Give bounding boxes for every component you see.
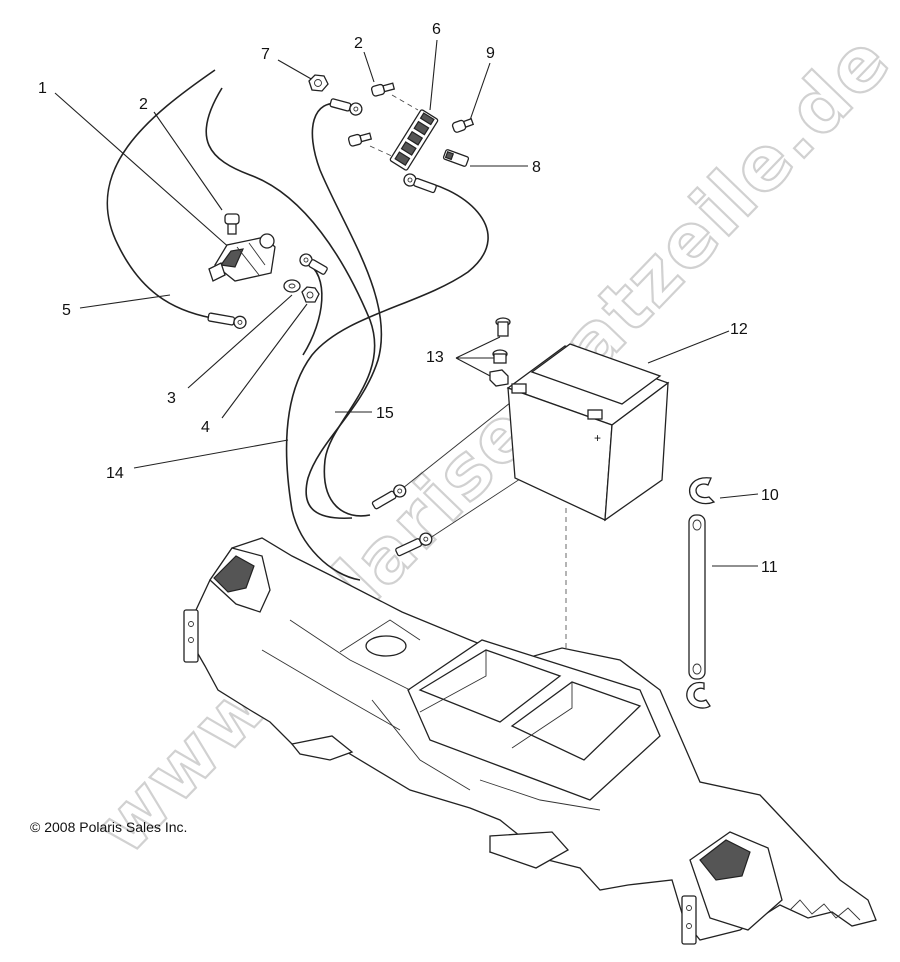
- leader-9: [468, 62, 491, 124]
- leader-lines: [54, 39, 759, 567]
- callout-6: 6: [432, 21, 441, 38]
- battery-lid-raise: [530, 343, 662, 405]
- battery: +: [506, 343, 670, 522]
- ring-terminal-battery-neg: [395, 532, 433, 557]
- tray-right-bracket: [681, 895, 697, 945]
- ring-terminal-5: [207, 312, 247, 329]
- callouts: 1 2 3 4 5 6 7 2 9 8 12 13 15 14 10 11: [38, 21, 779, 576]
- callout-2a: 2: [139, 96, 148, 113]
- tray-rear-ridges: [789, 899, 861, 921]
- leader-4: [221, 303, 308, 419]
- nut-4: [301, 286, 320, 303]
- cable-5: [106, 69, 216, 319]
- battery-tray: [183, 537, 877, 945]
- callout-10: 10: [761, 487, 779, 504]
- callout-13: 13: [426, 349, 444, 366]
- tray-box-inner-wall: [419, 650, 487, 713]
- battery-side: [604, 381, 669, 522]
- tray-rib-4: [371, 699, 471, 791]
- ring-terminal-battery-pos: [371, 484, 407, 510]
- tray-tab-right: [489, 831, 570, 869]
- leader-14: [133, 439, 289, 469]
- copyright-notice: © 2008 Polaris Sales Inc.: [30, 819, 187, 835]
- tray-right-tower-cap: [699, 839, 751, 881]
- callout-5: 5: [62, 302, 71, 319]
- ring-terminal-14-top: [403, 173, 437, 194]
- strap-hole-top: [692, 519, 702, 531]
- tray-box-cell-right: [510, 681, 642, 761]
- ring-terminal-14-mid: [299, 253, 328, 275]
- tray-left-tower-cap: [213, 555, 255, 593]
- washer-3: [283, 279, 301, 293]
- tray-rib-3: [339, 619, 421, 653]
- cable-14: [285, 179, 489, 581]
- tray-rib-1: [261, 649, 401, 731]
- strap-hole-bottom: [692, 663, 702, 675]
- tray-oval-cutout: [365, 635, 407, 657]
- leader-10: [719, 493, 759, 499]
- tray-tab-left: [290, 735, 354, 761]
- battery-post-pos: [587, 409, 603, 420]
- block-13: [489, 369, 509, 387]
- leader-5: [79, 294, 171, 309]
- strap-hardware: [686, 477, 716, 709]
- clip-10-top: [688, 477, 716, 505]
- tray-rib-5: [479, 779, 601, 811]
- cable-14-lead: [302, 261, 323, 356]
- leader-12: [647, 330, 730, 364]
- bolt-13: [495, 317, 511, 337]
- callout-14: 14: [106, 465, 124, 482]
- callout-2b: 2: [354, 35, 363, 52]
- bolt-lower: [347, 132, 373, 147]
- callout-3: 3: [167, 390, 176, 407]
- battery-lead-pos: [397, 394, 521, 493]
- bolt-2a: [224, 213, 240, 235]
- battery-post-neg: [511, 383, 527, 394]
- tray-rib-2: [289, 619, 411, 691]
- callout-12: 12: [730, 321, 748, 338]
- solenoid-relay: [208, 233, 276, 282]
- callout-7: 7: [261, 46, 270, 63]
- cables: [106, 69, 611, 581]
- leader-13c: [455, 357, 495, 379]
- hardware: [208, 74, 511, 387]
- axis-lower: [369, 145, 397, 159]
- leader-3: [187, 294, 293, 389]
- strap-11: [688, 514, 706, 680]
- tray-box-cell-left: [418, 649, 562, 723]
- leader-2a: [153, 111, 223, 211]
- fuse-8: [442, 149, 470, 167]
- leader-6: [429, 39, 438, 111]
- callout-1: 1: [38, 80, 47, 97]
- tray-left-bracket: [183, 609, 199, 663]
- ring-terminal-15-top: [329, 98, 363, 116]
- ring-terminals: [207, 98, 437, 557]
- bolt-2b: [370, 82, 396, 97]
- leader-1: [54, 92, 233, 251]
- battery-polarity-mark: +: [594, 431, 601, 445]
- callout-4: 4: [201, 419, 210, 436]
- callout-11: 11: [761, 559, 778, 576]
- nut-7: [308, 74, 329, 92]
- tray-box-inner-wall2: [511, 682, 573, 749]
- axis-2b: [391, 94, 419, 111]
- leader-13a: [455, 336, 501, 359]
- leader-7: [277, 59, 314, 81]
- terminal-block-6: [389, 109, 439, 171]
- nut-13: [492, 349, 508, 364]
- cable-5-inner: [205, 87, 376, 517]
- callout-15: 15: [376, 405, 394, 422]
- callout-8: 8: [532, 159, 541, 176]
- leader-2b: [363, 51, 375, 83]
- bolt-9: [451, 117, 475, 133]
- clip-10-bottom: [686, 681, 711, 709]
- callout-9: 9: [486, 45, 495, 62]
- cable-15: [305, 102, 383, 520]
